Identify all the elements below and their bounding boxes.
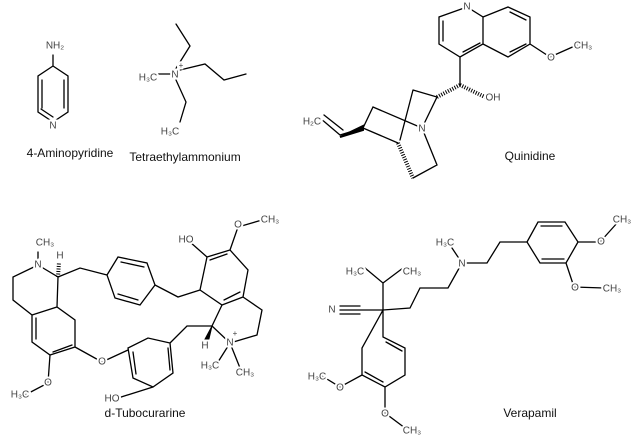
atom-label: H₃C	[161, 127, 180, 138]
atom-label: H₃C	[139, 73, 158, 84]
atom-label: H₃C	[436, 238, 455, 249]
atom-label: CH₃	[403, 426, 422, 437]
atom-label: O	[571, 283, 579, 294]
charge-label: +	[233, 329, 238, 338]
atom-label: O	[597, 237, 605, 248]
molecule-d-tubocurarine: CH₃ N H O H₃C O HO HO O CH₃ H N + H₃C CH…	[9, 213, 282, 420]
atom-label: NH₂	[46, 41, 64, 52]
atom-label: N	[49, 121, 56, 132]
charge-label: +	[179, 61, 184, 70]
atom-label: N	[171, 70, 178, 81]
atom-label: H₃C	[346, 267, 365, 278]
atom-label: O	[98, 357, 106, 368]
atom-label: H₃C	[201, 361, 220, 372]
molecule-quinidine: N O CH₃ OH N H₂C Quinidine	[301, 0, 594, 179]
atom-label: H	[56, 251, 63, 262]
atom-label: N	[418, 124, 425, 135]
atom-label: N	[328, 305, 335, 316]
atom-label: N	[34, 260, 41, 271]
compound-name-4-aminopyridine: 4-Aminopyridine	[27, 146, 114, 160]
atom-label: CH₃	[236, 368, 255, 379]
atom-label: OH	[486, 93, 501, 104]
atom-label: CH₃	[613, 215, 632, 226]
atom-label: O	[234, 220, 242, 231]
atom-label: HO	[105, 394, 120, 405]
compound-name-d-tubocurarine: d-Tubocurarine	[105, 406, 186, 420]
atom-label: CH₃	[403, 267, 422, 278]
molecule-verapamil: N H₃C CH₃ H₃C N O CH₃ O CH₃ H₃C O O CH₃ …	[306, 213, 634, 439]
atom-label: N	[458, 259, 465, 270]
atom-label: CH₃	[574, 41, 593, 52]
compound-name-quinidine: Quinidine	[505, 149, 556, 163]
atom-label: N	[226, 338, 233, 349]
compound-name-verapamil: Verapamil	[503, 406, 556, 420]
atom-label: H₃C	[308, 372, 327, 383]
compound-name-tetraethylammonium: Tetraethylammonium	[129, 150, 240, 164]
atom-label: H	[201, 341, 208, 352]
atom-label: O	[44, 378, 52, 389]
atom-label: H₃C	[11, 390, 30, 401]
atom-label: O	[381, 409, 389, 420]
molecule-4-aminopyridine: NH₂ N 4-Aminopyridine	[27, 39, 114, 160]
atom-label: N	[463, 2, 470, 13]
atom-label: H₂C	[303, 117, 321, 128]
atom-label: O	[547, 53, 555, 64]
atom-label: CH₃	[36, 238, 55, 249]
atom-label: O	[336, 383, 344, 394]
atom-label: CH₃	[261, 215, 280, 226]
molecule-tetraethylammonium: N + H₃C H₃C Tetraethylammonium	[129, 23, 247, 164]
atom-label: CH₃	[603, 284, 622, 295]
atom-label: HO	[179, 235, 194, 246]
